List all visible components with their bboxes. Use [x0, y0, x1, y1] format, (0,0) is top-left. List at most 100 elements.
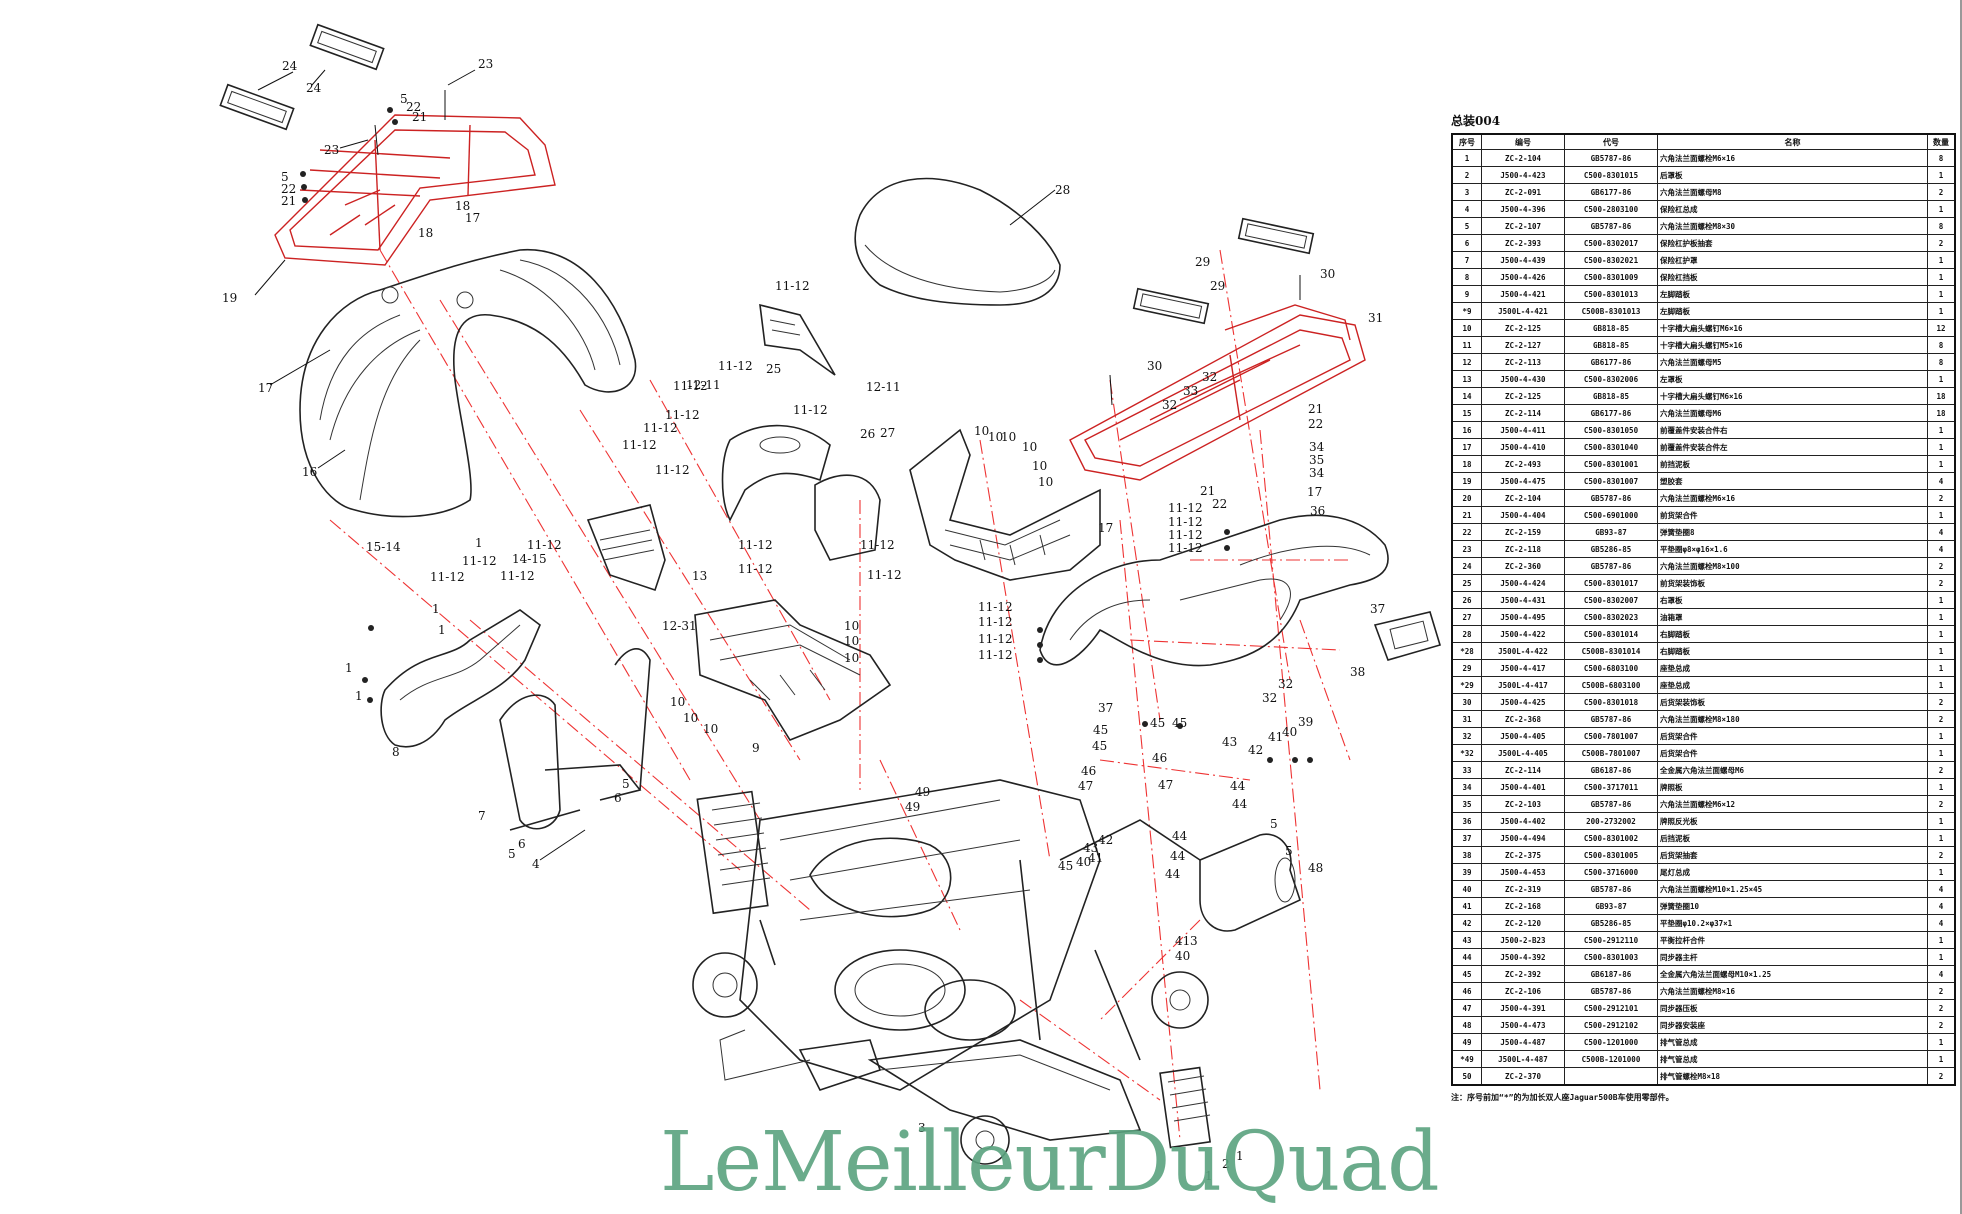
cell-qty: 1: [1927, 455, 1956, 473]
cell-name: 左罩板: [1657, 370, 1928, 388]
cell-name: 左脚踏板: [1657, 302, 1928, 320]
cell-seq: 14: [1451, 387, 1482, 405]
cell-code: GB818-85: [1564, 387, 1658, 405]
callout-10a: 10: [844, 619, 859, 633]
tail-light: [1373, 611, 1442, 661]
exhaust-muffler: [1059, 819, 1301, 932]
cell-seq: 11: [1451, 336, 1482, 354]
cell-number: J500-4-431: [1481, 591, 1565, 609]
callout-38b: 37: [1098, 701, 1113, 715]
cell-name: 平垫圈φ8×φ16×1.6: [1657, 540, 1928, 558]
cell-code: GB5787-86: [1564, 795, 1658, 813]
cell-seq: 38: [1451, 846, 1482, 864]
watermark: LeMeilleurDuQuad: [660, 1115, 1440, 1210]
cell-code: GB5787-86: [1564, 880, 1658, 898]
cell-number: ZC-2-113: [1481, 353, 1565, 371]
callout-23c: 22: [1308, 417, 1323, 431]
callout-3a: 3: [1190, 934, 1198, 948]
cell-seq: 31: [1451, 710, 1482, 728]
cell-number: J500-4-424: [1481, 574, 1565, 592]
cell-seq: 32: [1451, 727, 1482, 745]
cell-seq: 8: [1451, 268, 1482, 286]
parts-list-note: 注：序号前加“*”的为加长双人座Jaguar500B车使用零部件。: [1451, 1093, 1674, 1102]
cell-name: 同步器压板: [1657, 999, 1928, 1017]
cell-code: GB5787-86: [1564, 149, 1658, 167]
col-header-qty: 数量: [1927, 133, 1956, 150]
cell-seq: 43: [1451, 931, 1482, 949]
cell-name: 前货架合件: [1657, 506, 1928, 524]
callout-28: 27: [880, 426, 895, 440]
callout-2: 2: [1222, 1157, 1230, 1171]
callout-34: 33: [1183, 384, 1198, 398]
cell-number: J500L-4-421: [1481, 302, 1565, 320]
cell-qty: 4: [1927, 965, 1956, 983]
callout-5c: 5: [622, 777, 630, 791]
callout-48b: 47: [1158, 778, 1173, 792]
cell-name: 平垫圈φ10.2×φ37×1: [1657, 914, 1928, 932]
cell-number: J500-4-453: [1481, 863, 1565, 881]
cell-code: C500-2912101: [1564, 999, 1658, 1017]
cell-seq: 6: [1451, 234, 1482, 252]
parts-list-title: 总装004: [1451, 114, 1501, 128]
cell-qty: 2: [1927, 183, 1956, 201]
cell-qty: 1: [1927, 642, 1956, 660]
callout-6b: 6: [518, 837, 526, 851]
cell-name: 平衡拉杆合件: [1657, 931, 1928, 949]
cell-name: 牌照板: [1657, 778, 1928, 796]
frame-engine-assembly: [692, 779, 1211, 1165]
callout-33a: 32: [1202, 370, 1217, 384]
cell-seq: 25: [1451, 574, 1482, 592]
cell-seq: 33: [1451, 761, 1482, 779]
callout-31a: 30: [1320, 267, 1335, 281]
cell-qty: 1: [1927, 421, 1956, 439]
cell-name: 后货架合件: [1657, 744, 1928, 762]
callout-9: 9: [752, 741, 760, 755]
cell-qty: 1: [1927, 744, 1956, 762]
callout-26: 25: [766, 362, 781, 376]
cell-name: 六角法兰面螺栓M6×12: [1657, 795, 1928, 813]
callout-11-12b: 11-12: [718, 359, 753, 373]
cell-code: GB5787-86: [1564, 982, 1658, 1000]
callout-1c: 1: [438, 623, 446, 637]
cell-name: 后货架合件: [1657, 727, 1928, 745]
cell-seq: 42: [1451, 914, 1482, 932]
cell-qty: 2: [1927, 1016, 1956, 1034]
cell-qty: 18: [1927, 387, 1956, 405]
cell-qty: 2: [1927, 710, 1956, 728]
cell-code: C500-6901000: [1564, 506, 1658, 524]
cell-seq: 36: [1451, 812, 1482, 830]
cell-number: J500-4-495: [1481, 608, 1565, 626]
cell-code: C500-8301003: [1564, 948, 1658, 966]
callout-20a: 18: [455, 199, 470, 213]
callout-12-11b: 12-11: [686, 378, 721, 392]
cell-qty: 1: [1927, 591, 1956, 609]
cell-name: 排气管总成: [1657, 1033, 1928, 1051]
callout-14-15h: 11-12: [1168, 541, 1203, 555]
cell-number: ZC-2-104: [1481, 489, 1565, 507]
callout-35a: 34: [1309, 440, 1325, 454]
callout-10l: 10: [1038, 475, 1053, 489]
cell-number: J500-4-410: [1481, 438, 1565, 456]
cell-seq: 24: [1451, 557, 1482, 575]
cell-number: J500-4-425: [1481, 693, 1565, 711]
cell-name: 油箱罩: [1657, 608, 1928, 626]
callout-45e: 44: [1165, 867, 1181, 881]
cell-seq: 48: [1451, 1016, 1482, 1034]
callout-40: 39: [1298, 715, 1313, 729]
cell-qty: 1: [1927, 251, 1956, 269]
callout-22a: 21: [412, 110, 427, 124]
cell-qty: 2: [1927, 999, 1956, 1017]
callout-41a: 40: [1282, 725, 1297, 739]
callout-23a: 22: [406, 100, 421, 114]
callout-12-31: 12-31: [662, 619, 697, 633]
